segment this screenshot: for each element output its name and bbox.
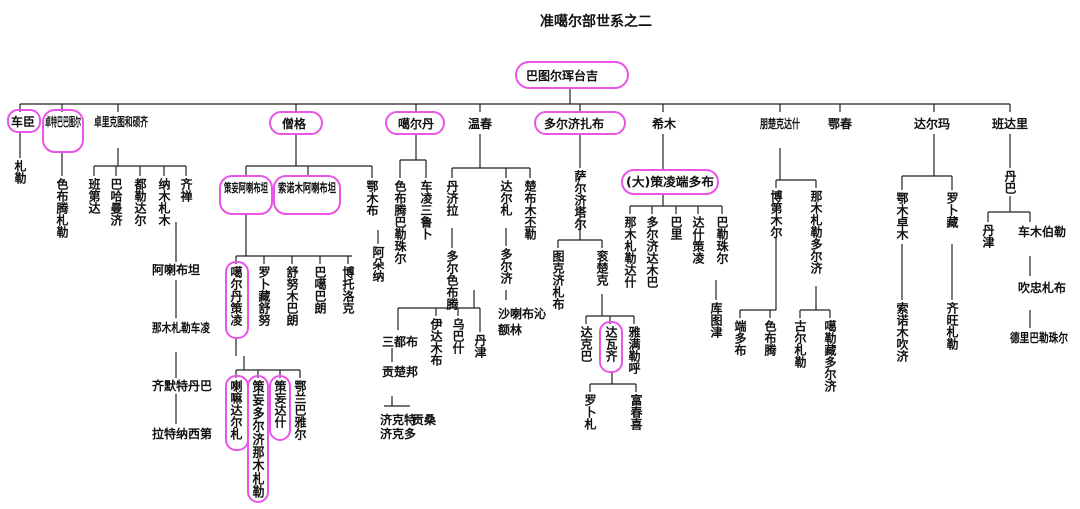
node-gaerdancelin: 噶尔丹策凌 xyxy=(229,265,243,327)
node-zhale: 札勒 xyxy=(13,159,27,185)
highlight-outlines xyxy=(7,61,719,503)
node-gongsang: 贡桑 xyxy=(412,413,437,427)
node-saerjitaer: 萨尔济塔尔 xyxy=(573,169,587,231)
node-namuzhadashen: 那木札勒达什 xyxy=(623,216,637,289)
node-root: 巴图尔珲台吉 xyxy=(526,68,598,83)
node-bagaba: 巴噶巴朗 xyxy=(313,266,327,315)
node-bahaman: 巴哈曼济 xyxy=(109,178,123,227)
node-shalabuqin: 沙喇布沁 xyxy=(498,306,546,321)
node-aduona: 阿朵纳 xyxy=(371,246,385,283)
chart-title: 准噶尔部世系之二 xyxy=(540,13,652,30)
node-duoersebuteng: 多尔色布腾 xyxy=(445,249,459,311)
node-chechen: 车臣 xyxy=(11,114,35,129)
node-dake: 达克巴 xyxy=(579,325,593,363)
node-dule: 都勒达尔 xyxy=(133,177,147,227)
node-sebuteng: 色布腾 xyxy=(763,319,777,357)
node-suonuomuchuiji: 索诺木吹济 xyxy=(895,301,909,363)
node-alabutan: 阿喇布坦 xyxy=(152,262,200,277)
node-emulin: 额林 xyxy=(498,322,522,337)
node-qichan: 齐禅 xyxy=(179,177,193,203)
connector-lines xyxy=(19,88,1031,424)
node-luobuzha: 罗卜札 xyxy=(583,393,597,431)
node-ceangduoer: 策妄多尔济那木札勒 xyxy=(251,378,265,498)
node-emubu: 鄂木布 xyxy=(365,180,379,217)
node-elanbayaer: 鄂兰巴雅尔 xyxy=(293,380,307,441)
node-chubutenamule: 楚布木丕勒 xyxy=(523,179,537,241)
node-danjila: 丹济拉 xyxy=(445,180,459,217)
node-danjin: 丹津 xyxy=(473,334,487,359)
node-wenchun: 温春 xyxy=(468,116,493,131)
node-cewangalabutan: 策妄阿喇布坦 xyxy=(224,180,268,195)
node-duoerjidamuba: 多尔济达木巴 xyxy=(645,215,659,289)
node-yamanle: 雅满勒呼 xyxy=(627,325,641,375)
node-lamadaerzha: 喇嘛达尔札 xyxy=(229,379,243,441)
node-dazhale: 达尔札 xyxy=(499,179,513,217)
node-jiqitekeduo: 济克多 xyxy=(380,426,416,441)
node-duoerjizhabu: 多尔济扎布 xyxy=(544,116,604,131)
node-duanduobu: 端多布 xyxy=(733,319,747,357)
node-echun: 鄂春 xyxy=(828,116,853,131)
node-bandi: 班第达 xyxy=(87,177,101,215)
node-namuzha: 纳木札木 xyxy=(157,177,171,227)
node-chuizhongzhabu: 吹忠札布 xyxy=(1018,280,1066,295)
node-dawaqi: 达瓦齐 xyxy=(604,325,618,363)
node-jiqiteke: 济克特 xyxy=(380,412,416,427)
node-luobuzang: 罗卜藏舒努 xyxy=(257,265,271,327)
node-namuzhale: 那木札勒车凌 xyxy=(152,320,211,335)
node-danba: 丹巴 xyxy=(1003,170,1017,195)
node-latena: 拉特纳西第 xyxy=(152,426,212,441)
node-qimotedanba: 齐默特丹巴 xyxy=(152,378,212,393)
node-debalizhuer: 德里巴勒珠尔 xyxy=(1010,330,1068,345)
node-luobuzang2: 罗卜藏 xyxy=(945,191,959,229)
node-ceangdashi: 策妄达什 xyxy=(273,379,287,429)
node-duoerji2: 多尔济 xyxy=(499,247,513,285)
node-bodimuer: 博第木尔 xyxy=(769,189,783,239)
node-baleizhuer: 巴勒珠尔 xyxy=(715,216,729,265)
node-bandali: 班达里 xyxy=(992,116,1028,131)
node-sebutengbalezhuer: 色布腾巴勒珠尔 xyxy=(393,179,407,265)
node-dacelingduoduobu: (大)策凌端多布 xyxy=(626,174,714,189)
node-bali: 巴里 xyxy=(669,216,683,241)
node-chelingsanlubu: 车凌三鲁卜 xyxy=(419,179,433,241)
node-kutujin: 库图津 xyxy=(709,301,723,339)
node-gonchuke: 衮楚克 xyxy=(595,249,609,287)
node-shunumu: 舒努木巴朗 xyxy=(285,265,299,327)
node-botuoluoke: 博托洛克 xyxy=(341,265,355,315)
node-dashiceling: 达什策凌 xyxy=(691,215,705,265)
node-zhuoli: 卓里克图和硕齐 xyxy=(94,114,149,129)
node-wubashi: 乌巴什 xyxy=(451,317,465,355)
node-suonuomu: 索诺木阿喇布坦 xyxy=(278,180,336,195)
node-zhuoteba: 卓特巴巴图尔 xyxy=(45,114,81,129)
node-galezang: 噶勒藏多尔济 xyxy=(823,319,837,393)
family-nodes: 巴图尔珲台吉 车臣 卓特巴巴图尔 卓里克图和硕齐 僧格 噶尔丹 温春 多尔济扎布… xyxy=(11,68,1068,499)
node-namuzhaleduo: 那木札勒多尔济 xyxy=(809,190,823,275)
node-qiwangzhale: 齐旺札勒 xyxy=(945,301,959,351)
node-ximu: 希木 xyxy=(651,116,677,131)
node-pengchu: 朋楚克达什 xyxy=(759,116,800,131)
node-emuzhuomu: 鄂木卓木 xyxy=(895,192,909,241)
node-gongchubang: 贡楚邦 xyxy=(382,364,418,379)
node-danjin2: 丹津 xyxy=(981,224,995,249)
node-galdan: 噶尔丹 xyxy=(398,116,434,131)
node-daerma: 达尔玛 xyxy=(914,116,950,131)
node-fuchunxi: 富春喜 xyxy=(629,393,643,431)
node-chemubole: 车木伯勒 xyxy=(1018,224,1066,239)
node-sebutengzhale: 色布腾札勒 xyxy=(55,177,69,239)
node-sengge: 僧格 xyxy=(282,116,307,131)
node-yidamubu: 伊达木布 xyxy=(429,317,443,367)
node-sandubu: 三都布 xyxy=(382,334,418,349)
node-tukejizhabu: 图克济札布 xyxy=(551,250,565,311)
node-gugula: 古尔札勒 xyxy=(793,319,807,369)
